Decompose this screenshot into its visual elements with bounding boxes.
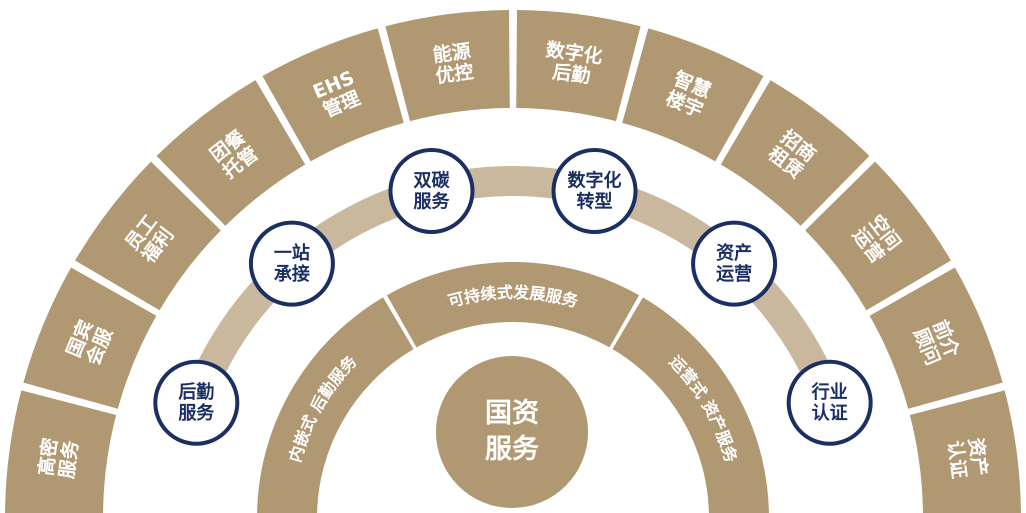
node-one-stop-label: 一站承接 bbox=[274, 242, 310, 285]
node-industry-cert-circle bbox=[786, 359, 873, 446]
node-industry-cert-label-line: 行业 bbox=[811, 381, 848, 403]
center-label-line: 国资 bbox=[485, 398, 539, 429]
node-digital-transform-label-line: 数字化 bbox=[568, 170, 622, 192]
node-dual-carbon-label-line: 双碳 bbox=[413, 170, 450, 192]
node-logistics-label-line: 后勤 bbox=[178, 381, 214, 403]
segment-energy-shape bbox=[385, 10, 510, 122]
segment-asset-cert: 资产认证 bbox=[909, 390, 1021, 513]
segment-energy-label: 能源优控 bbox=[431, 39, 474, 88]
segment-smart-building-shape bbox=[622, 28, 764, 162]
node-digital-transform: 数字化转型 bbox=[551, 148, 638, 235]
segment-advisor-shape bbox=[869, 267, 1003, 409]
node-dual-carbon: 双碳服务 bbox=[388, 148, 475, 235]
center-hub: 国资服务 bbox=[436, 356, 588, 508]
node-asset-operation-label-line: 运营 bbox=[716, 263, 752, 285]
segment-state-guest-label: 国宾会服 bbox=[62, 316, 118, 369]
segment-high-secret-label-line: 高密 bbox=[34, 436, 62, 477]
segment-high-secret-label: 高密服务 bbox=[34, 435, 83, 479]
center-label-line: 服务 bbox=[485, 434, 539, 465]
middle-track bbox=[172, 165, 854, 435]
inner-segment-sustainable: 可持续式发展服务 bbox=[386, 262, 640, 348]
inner-segment-embedded: 内嵌式 后勤服务 bbox=[257, 297, 414, 513]
segment-energy: 能源优控 bbox=[385, 10, 510, 122]
segment-digital-logistics-shape bbox=[516, 10, 641, 122]
segment-asset-cert-label: 资产认证 bbox=[943, 436, 992, 479]
segment-leasing-shape bbox=[720, 80, 870, 226]
segment-leasing: 招商租赁 bbox=[720, 80, 870, 226]
segment-catering-shape bbox=[156, 80, 306, 226]
node-asset-operation-label: 资产运营 bbox=[716, 242, 752, 285]
segment-high-secret-label-line: 服务 bbox=[55, 438, 83, 480]
node-industry-cert: 行业认证 bbox=[786, 359, 873, 446]
segment-high-secret-shape bbox=[5, 390, 117, 513]
node-digital-transform-label-line: 转型 bbox=[577, 191, 613, 213]
node-digital-transform-circle bbox=[551, 148, 638, 235]
node-dual-carbon-label-line: 服务 bbox=[413, 191, 450, 213]
node-dual-carbon-circle bbox=[388, 148, 475, 235]
node-industry-cert-label-line: 认证 bbox=[812, 402, 848, 424]
segment-high-secret: 高密服务 bbox=[5, 390, 117, 513]
segment-energy-label-line: 能源 bbox=[431, 39, 472, 67]
segment-digital-logistics-label: 数字化后勤 bbox=[542, 38, 604, 89]
inner-segment-sustainable-shape bbox=[386, 262, 640, 348]
segment-energy-label-line: 优控 bbox=[434, 60, 475, 88]
node-logistics-label: 后勤服务 bbox=[178, 381, 215, 424]
segment-employee-welfare: 员工福利 bbox=[75, 161, 221, 311]
inner-segment-operational: 运营式 资产服务 bbox=[612, 297, 769, 513]
segment-asset-cert-shape bbox=[909, 390, 1021, 513]
center-circle bbox=[436, 356, 588, 508]
node-one-stop-label-line: 一站 bbox=[274, 242, 310, 264]
inner-segment-operational-shape bbox=[612, 297, 769, 513]
segment-ehs-shape bbox=[262, 28, 404, 162]
segment-state-guest-shape bbox=[23, 267, 157, 409]
node-one-stop: 一站承接 bbox=[248, 220, 335, 307]
segment-smart-building: 智慧楼宇 bbox=[622, 28, 764, 162]
segment-digital-logistics: 数字化后勤 bbox=[516, 10, 641, 122]
node-one-stop-circle bbox=[248, 220, 335, 307]
node-logistics-label-line: 服务 bbox=[178, 402, 215, 424]
segment-asset-cert-label-line: 资产 bbox=[964, 436, 992, 477]
node-dual-carbon-label: 双碳服务 bbox=[413, 170, 450, 213]
node-logistics-circle bbox=[153, 359, 240, 446]
node-one-stop-label-line: 承接 bbox=[274, 263, 310, 285]
center-label: 国资服务 bbox=[485, 398, 539, 465]
segment-advisor: 前介顾问 bbox=[869, 267, 1003, 409]
segment-space-operation-shape bbox=[805, 161, 951, 311]
node-asset-operation-circle bbox=[691, 220, 778, 307]
segment-digital-logistics-label-line: 后勤 bbox=[551, 60, 592, 88]
node-asset-operation: 资产运营 bbox=[691, 220, 778, 307]
segment-state-guest: 国宾会服 bbox=[23, 267, 157, 409]
node-asset-operation-label-line: 资产 bbox=[716, 242, 752, 264]
segment-space-operation: 空间运营 bbox=[805, 161, 951, 311]
segment-asset-cert-label-line: 认证 bbox=[943, 439, 971, 480]
segment-ehs: EHS管理 bbox=[262, 28, 404, 162]
segment-catering: 团餐托管 bbox=[156, 80, 306, 226]
segment-employee-welfare-shape bbox=[75, 161, 221, 311]
inner-segment-embedded-shape bbox=[257, 297, 414, 513]
node-logistics: 后勤服务 bbox=[153, 359, 240, 446]
node-industry-cert-label: 行业认证 bbox=[811, 381, 848, 424]
node-digital-transform-label: 数字化转型 bbox=[568, 170, 622, 213]
